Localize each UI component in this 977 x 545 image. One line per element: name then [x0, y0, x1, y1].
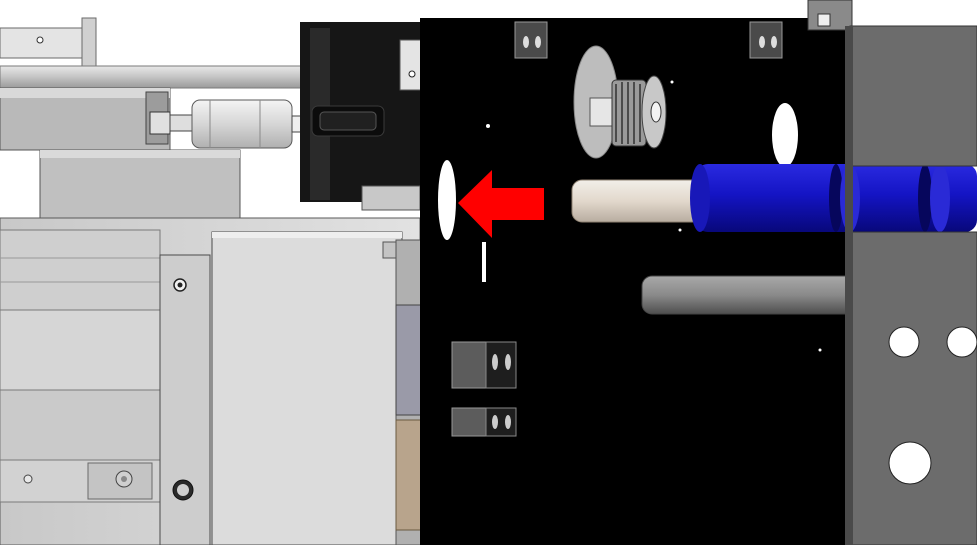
motor-block [300, 22, 425, 211]
coupling [169, 99, 315, 149]
front-cover [211, 231, 403, 545]
red-arrow-annotation [458, 170, 544, 238]
blue-roller [690, 164, 977, 232]
right-frame [807, 0, 977, 545]
slot-hole [438, 160, 456, 240]
guide-bar [0, 65, 306, 89]
cream-shaft [571, 179, 703, 223]
pneumatic-cylinder [0, 87, 171, 151]
side-plate [159, 254, 211, 545]
mounting-block [39, 149, 241, 221]
pulley [573, 45, 667, 159]
